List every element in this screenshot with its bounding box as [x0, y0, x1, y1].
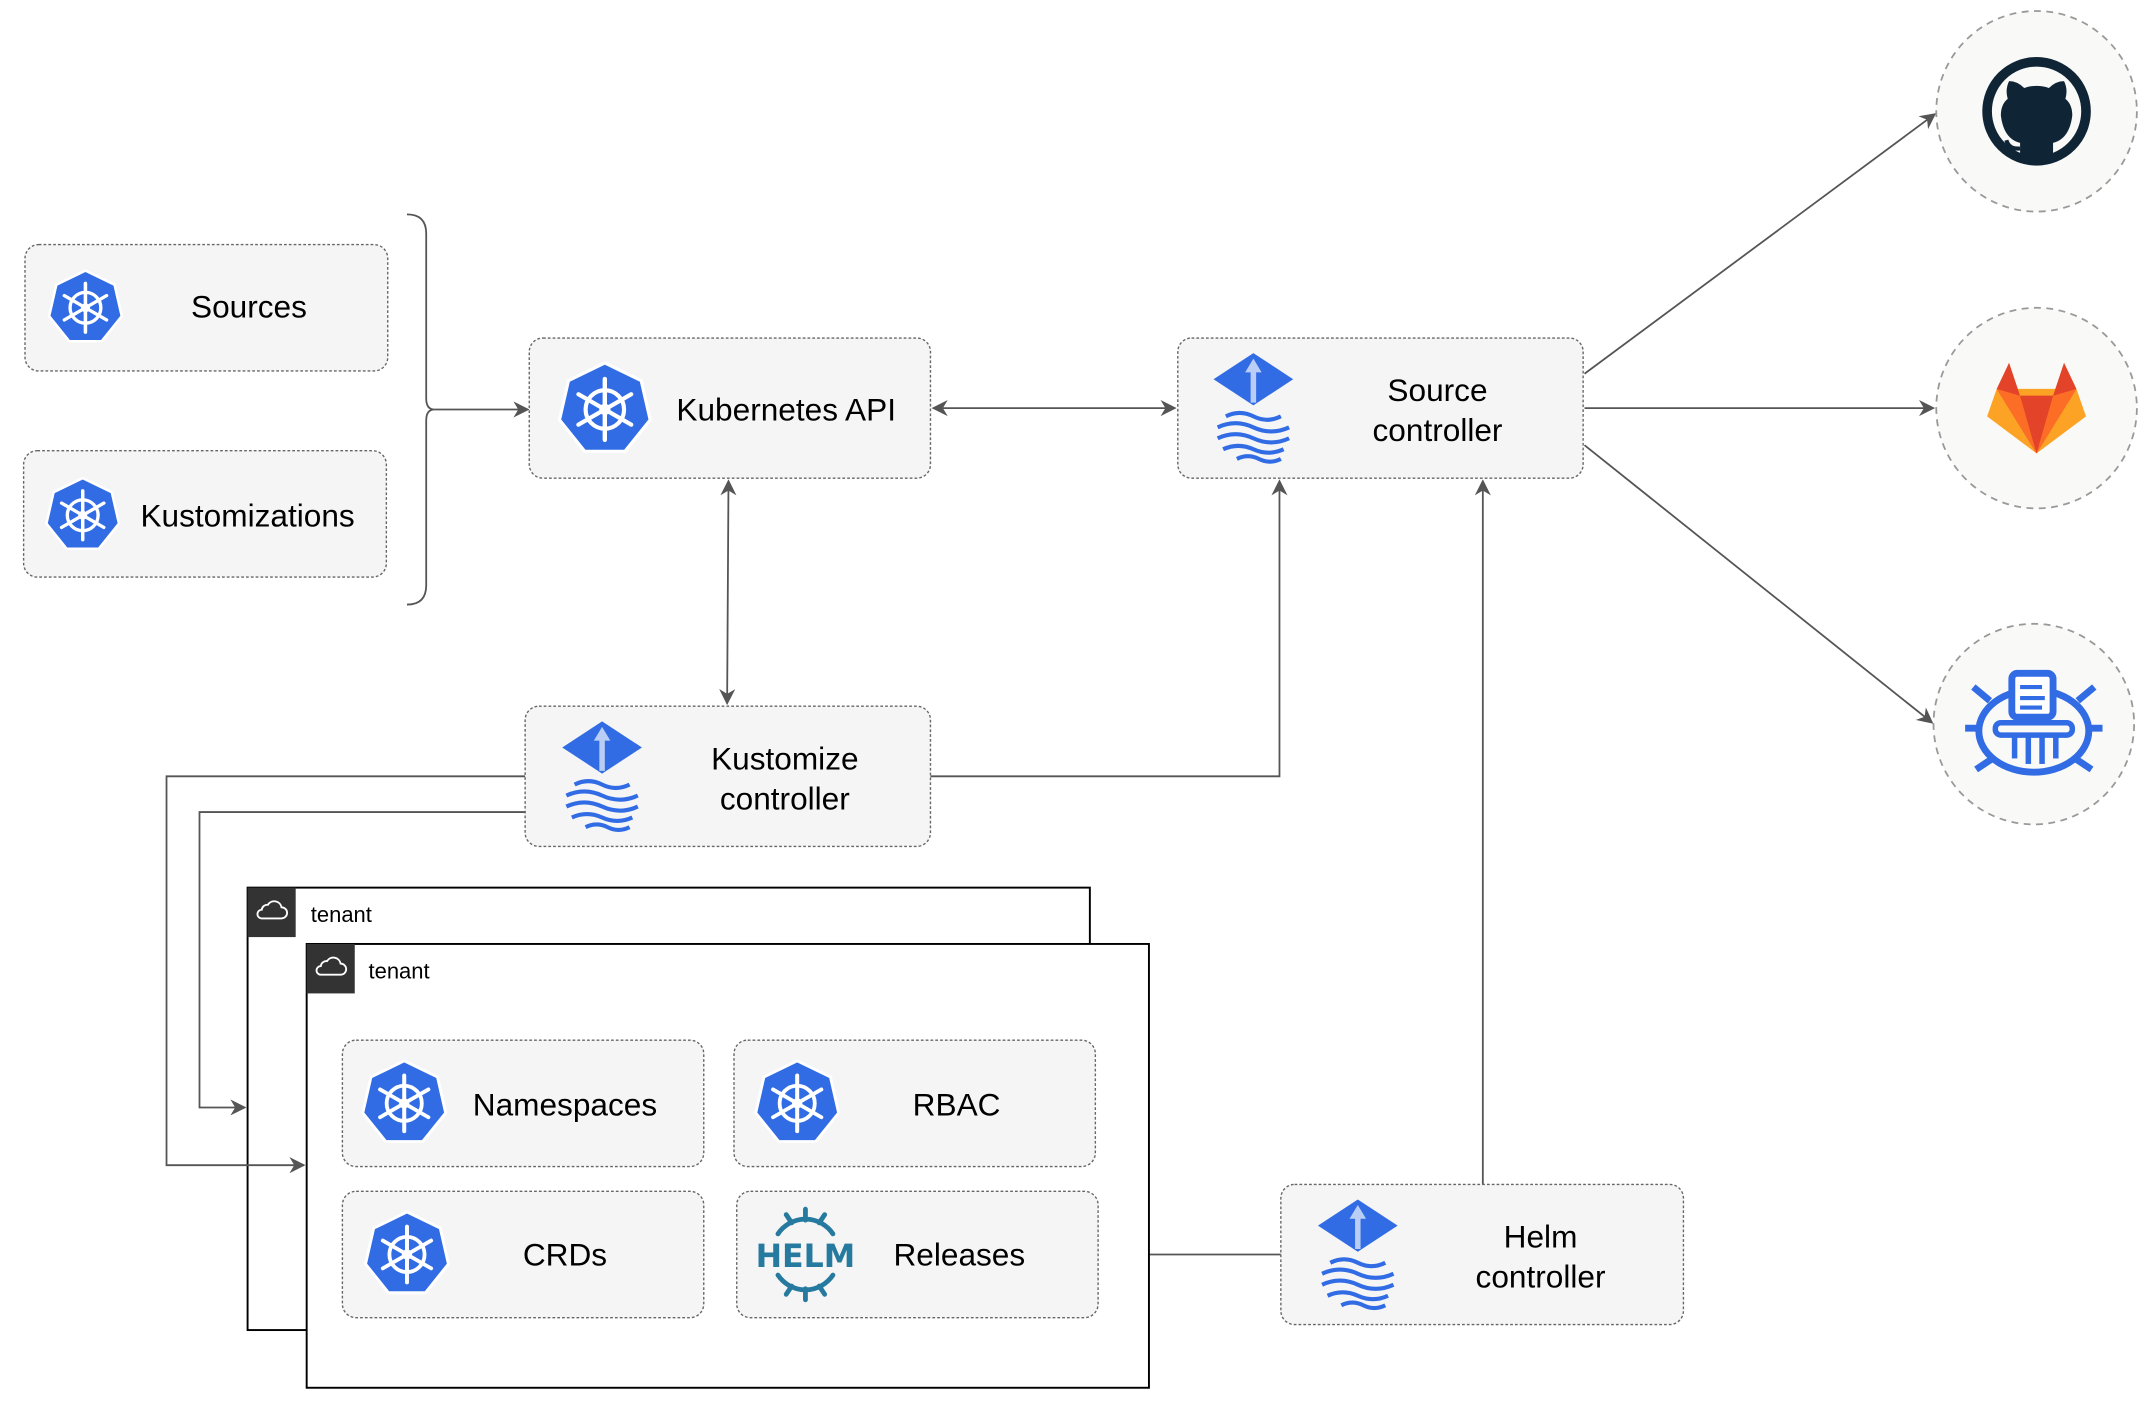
grouping-brace — [406, 213, 435, 606]
node-releases[interactable]: HELM Releases — [736, 1190, 1099, 1319]
node-label: Kustomize — [711, 740, 858, 776]
node-rbac[interactable]: RBAC — [733, 1039, 1097, 1168]
node-kustomizations[interactable]: Kustomizations — [22, 449, 388, 578]
connector-source-helmrepo — [1583, 444, 1934, 724]
connector-api-kustomize — [719, 479, 737, 706]
connector-kustomize-tenant-front — [165, 775, 526, 1174]
external-source-github[interactable] — [1935, 10, 2138, 213]
node-kubernetes-api[interactable]: Kubernetes API — [528, 337, 932, 479]
helm-repository-icon — [1965, 669, 2103, 776]
node-label: Helm — [1504, 1219, 1578, 1255]
helm-icon: HELM — [756, 1206, 856, 1303]
node-kustomize-controller[interactable]: Kustomize controller — [524, 705, 932, 848]
node-helm-controller[interactable]: Helm controller — [1280, 1183, 1685, 1326]
node-source-controller[interactable]: Source controller — [1177, 337, 1584, 479]
connector-source-github — [1583, 113, 1937, 375]
node-label: Kubernetes API — [676, 391, 896, 427]
external-source-gitlab[interactable] — [1935, 306, 2138, 510]
node-label: RBAC — [913, 1087, 1001, 1123]
svg-text:HELM: HELM — [756, 1239, 856, 1275]
node-label: Source — [1387, 372, 1487, 408]
node-label: Namespaces — [473, 1087, 657, 1123]
node-namespaces[interactable]: Namespaces — [341, 1039, 705, 1168]
tenant-label: tenant — [369, 958, 430, 983]
tenant-label: tenant — [311, 902, 372, 927]
connector-kustomize-tenant-back — [198, 811, 526, 1116]
connector-kustomize-source — [930, 479, 1288, 778]
node-label: controller — [1373, 412, 1503, 448]
github-icon — [1982, 57, 2091, 166]
gitlab-icon — [1987, 362, 2087, 454]
node-label: Kustomizations — [140, 497, 354, 533]
node-label: controller — [1476, 1258, 1606, 1294]
external-source-helm-repository[interactable] — [1932, 622, 2136, 826]
node-label: controller — [720, 780, 850, 816]
node-label: Releases — [893, 1236, 1025, 1272]
node-label: CRDs — [523, 1236, 607, 1272]
node-sources[interactable]: Sources — [24, 243, 389, 372]
node-label: Sources — [191, 288, 307, 324]
node-crds[interactable]: CRDs — [341, 1190, 705, 1319]
